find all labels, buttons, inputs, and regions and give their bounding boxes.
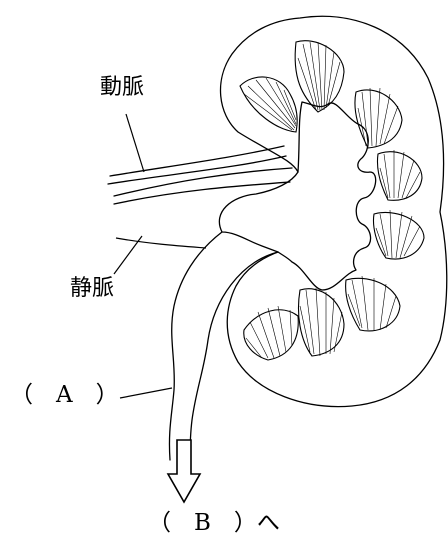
- vein-label: 静脈: [70, 278, 114, 300]
- artery-vessel: [114, 182, 290, 204]
- blank-a-label: （ A ）: [10, 384, 119, 407]
- artery-leader: [126, 114, 144, 172]
- vein-vessel: [108, 156, 286, 184]
- artery-label: 動脈: [100, 77, 144, 99]
- a-leader: [120, 388, 172, 398]
- down-arrow-icon: [168, 440, 200, 502]
- vein-pointer: [116, 238, 206, 248]
- kidney-inner-outline: [278, 102, 376, 290]
- blank-b-label: （ B ）へ: [148, 512, 280, 535]
- ureter-left-wall: [169, 232, 222, 460]
- renal-pyramids: [240, 41, 424, 360]
- ureter-right-wall: [190, 252, 278, 460]
